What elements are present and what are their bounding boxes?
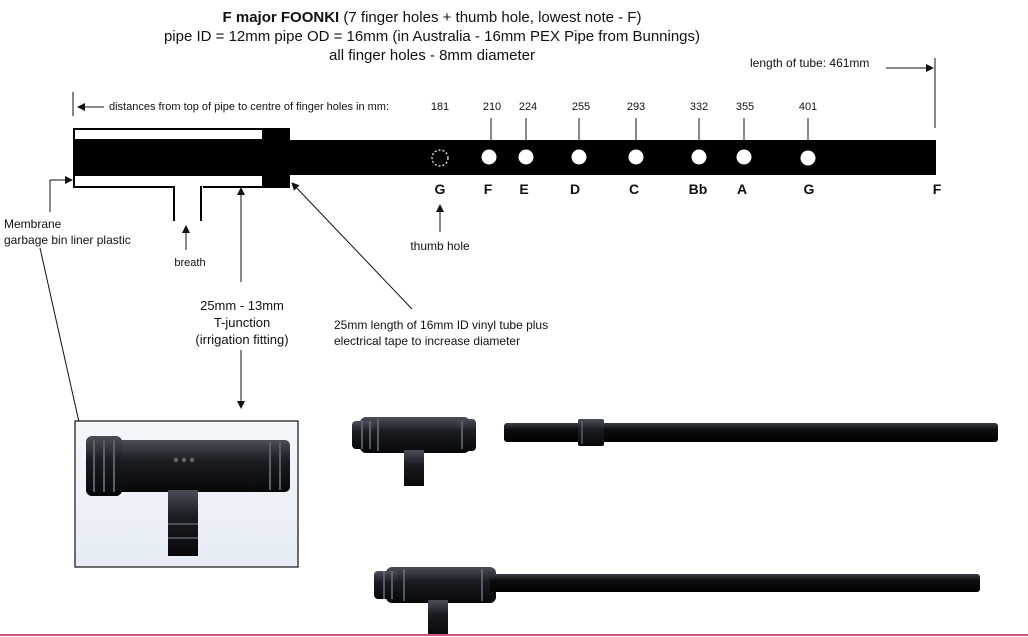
note-label: G bbox=[434, 181, 446, 197]
hole-distance: 255 bbox=[571, 101, 591, 113]
note-label: F bbox=[932, 181, 942, 197]
hole-distance: 293 bbox=[626, 101, 646, 113]
hole-distance: 355 bbox=[735, 101, 755, 113]
finger-hole bbox=[518, 149, 534, 165]
distances-label: distances from top of pipe to centre of … bbox=[109, 101, 390, 113]
thumb-hole-icon bbox=[431, 149, 449, 167]
finger-holes bbox=[431, 149, 816, 167]
vinyl-arrow bbox=[291, 182, 413, 310]
finger-hole-size: all finger holes - 8mm diameter bbox=[329, 47, 535, 64]
breath-stem bbox=[173, 186, 203, 222]
disassembled-photo bbox=[352, 417, 998, 486]
vinyl-tube-label-line1: 25mm length of 16mm ID vinyl tube plus bbox=[334, 318, 549, 332]
finger-hole bbox=[691, 149, 707, 165]
page-title: F major FOONKI (7 finger holes + thumb h… bbox=[222, 9, 642, 26]
breath-label: breath bbox=[174, 257, 206, 269]
finger-hole bbox=[736, 149, 752, 165]
membrane-label-line1: Membrane bbox=[4, 217, 62, 231]
hole-distance: 332 bbox=[689, 101, 709, 113]
note-label: D bbox=[569, 181, 581, 197]
assembled-photo bbox=[374, 567, 980, 636]
note-label: E bbox=[519, 181, 529, 197]
membrane-photo-arrow bbox=[39, 247, 86, 441]
pipe-dimensions: pipe ID = 12mm pipe OD = 16mm (in Austra… bbox=[163, 28, 701, 45]
distance-ticks bbox=[490, 118, 809, 142]
thumb-hole-label: thumb hole bbox=[410, 239, 470, 253]
vinyl-tube-label-line2: electrical tape to increase diameter bbox=[334, 334, 521, 348]
tube-length-label: length of tube: 461mm bbox=[750, 56, 870, 70]
membrane-label-line2: garbage bin liner plastic bbox=[4, 233, 131, 247]
finger-hole bbox=[800, 150, 816, 166]
note-label: F bbox=[483, 181, 493, 197]
t-junction-label-line1: 25mm - 13mm bbox=[200, 298, 284, 313]
vinyl-tube-sleeve bbox=[262, 128, 290, 188]
hole-distance: 401 bbox=[798, 101, 818, 113]
hole-distance: 224 bbox=[518, 101, 538, 113]
note-label: A bbox=[736, 181, 748, 197]
finger-hole bbox=[481, 149, 497, 165]
hole-distance: 181 bbox=[430, 101, 450, 113]
t-junction-photo bbox=[74, 420, 299, 568]
hole-distance: 210 bbox=[482, 101, 502, 113]
finger-hole bbox=[571, 149, 587, 165]
finger-hole bbox=[628, 149, 644, 165]
note-label: C bbox=[628, 181, 640, 197]
t-junction-label-line3: (irrigation fitting) bbox=[195, 332, 289, 347]
t-junction-label-line2: T-junction bbox=[213, 315, 271, 330]
bottom-border bbox=[0, 634, 1028, 636]
note-label: Bb bbox=[688, 181, 708, 197]
note-label: G bbox=[803, 181, 815, 197]
